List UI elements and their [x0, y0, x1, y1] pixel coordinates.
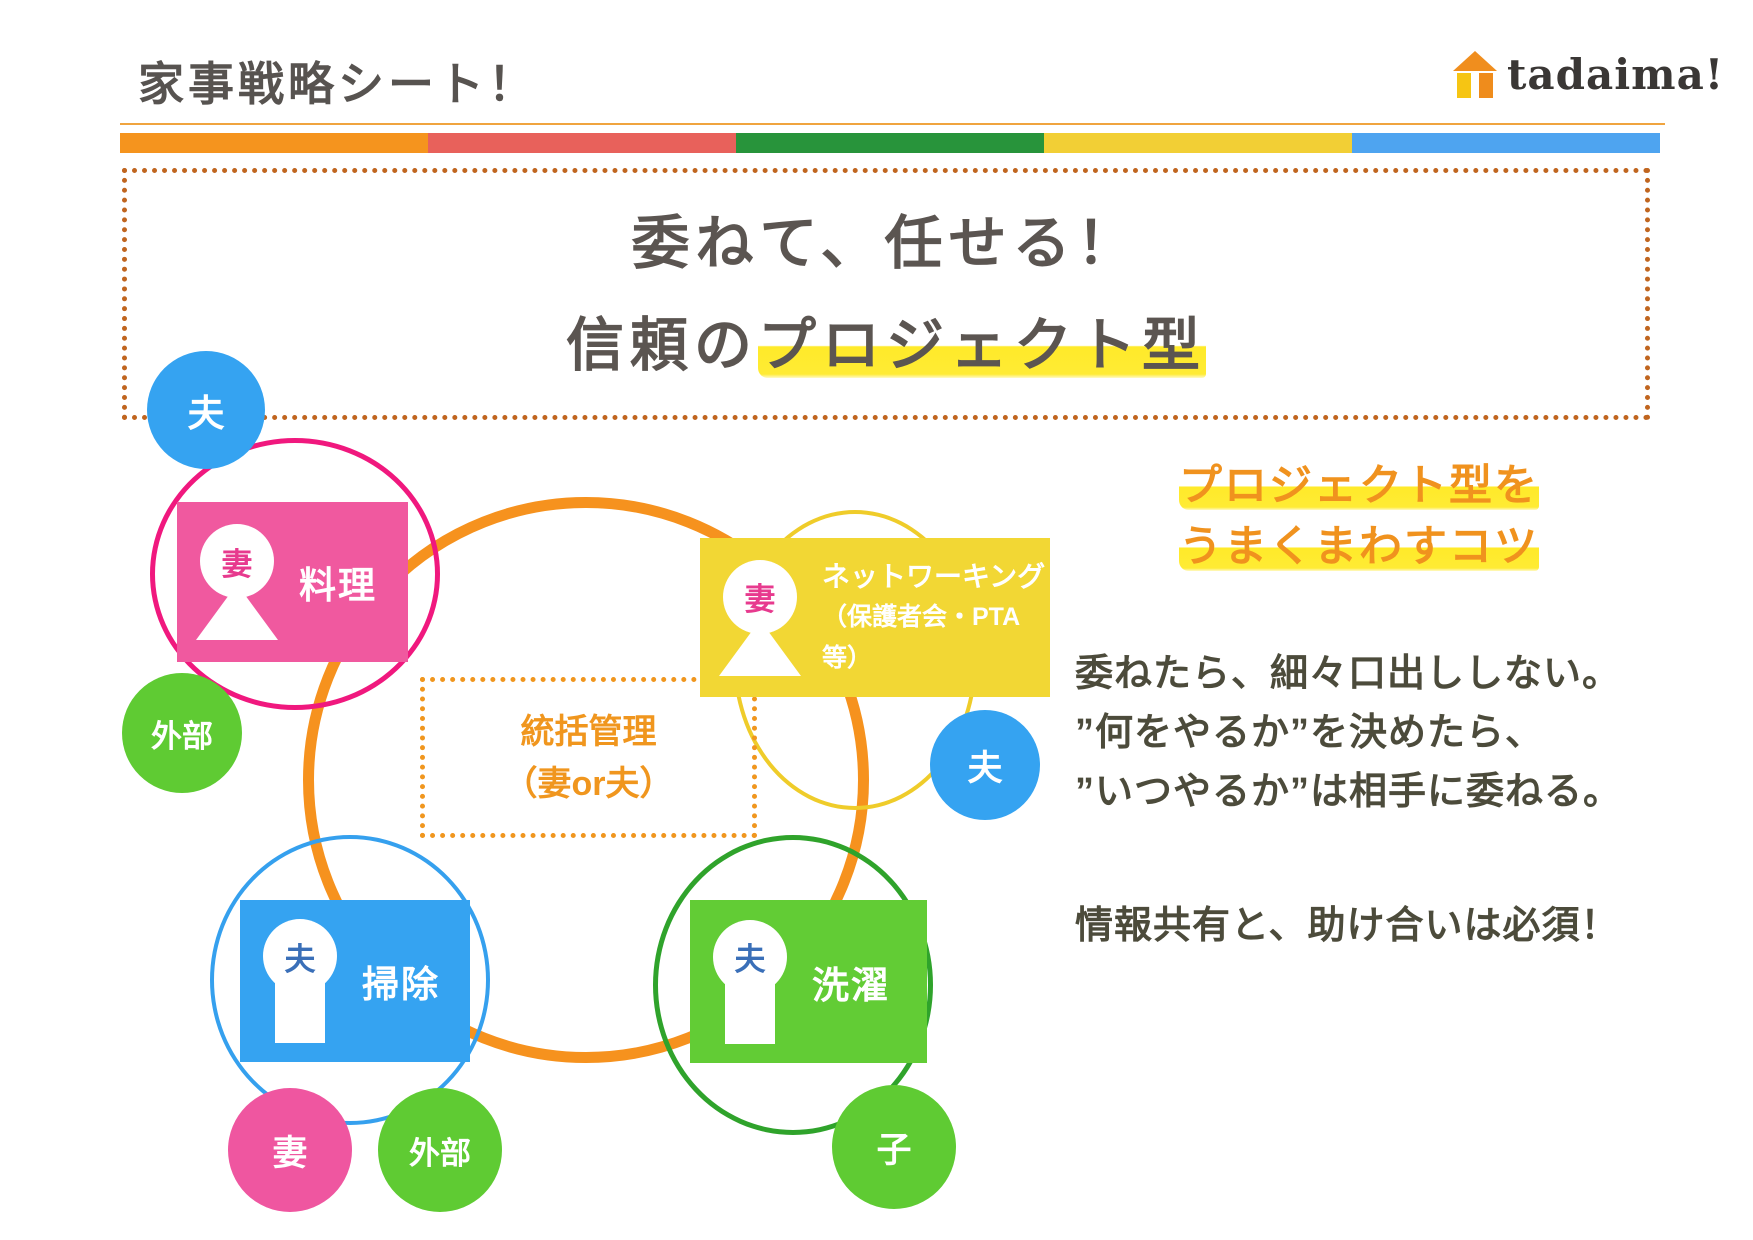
bar-segment-orange: [120, 133, 428, 153]
bar-segment-yellow: [1044, 133, 1352, 153]
tips-body: 委ねたら、細々口出ししない。 ”何をやるか”を決めたら、 ”いつやるか”は相手に…: [1075, 645, 1622, 822]
tips-note: 情報共有と、助け合いは必須！: [1075, 905, 1620, 947]
task-card-laundry: 夫 洗濯: [690, 900, 927, 1063]
house-wall-right: [1479, 72, 1493, 98]
satellite-external-left: 外部: [122, 673, 242, 793]
task-label-laundry: 洗濯: [812, 964, 890, 1006]
house-roof: [1453, 50, 1497, 71]
husband-person-icon: 夫: [704, 919, 796, 1044]
task-card-cooking: 妻 料理: [177, 502, 408, 662]
satellite-husband-right: 夫: [930, 710, 1040, 820]
central-management-line1: 統括管理: [520, 713, 657, 751]
task-card-cleaning: 夫 掃除: [240, 900, 470, 1062]
task-label-networking: ネットワーキング （保護者会・PTA等）: [822, 556, 1050, 679]
central-management-box: 統括管理 （妻or夫）: [420, 677, 757, 838]
tadaima-logo: tadaima!: [1452, 50, 1724, 99]
wife-person-icon: 妻: [714, 559, 806, 676]
header-divider-line: [120, 123, 1665, 125]
tips-body-line1: 委ねたら、細々口出ししない。: [1075, 653, 1622, 695]
main-title-line2: 信頼のプロジェクト型: [127, 295, 1645, 397]
house-wall-left: [1457, 72, 1471, 98]
networking-label-sub: （保護者会・PTA等）: [822, 603, 1021, 672]
cleaning-circle-outline: [210, 835, 490, 1125]
main-title-line1: 委ねて、任せる！: [631, 211, 1141, 276]
task-label-cooking: 料理: [299, 565, 377, 606]
person-head: 夫: [263, 919, 337, 993]
main-title-line2-plain: 信頼の: [565, 313, 758, 378]
main-title-line2-highlighted: プロジェクト型: [758, 313, 1207, 378]
person-head: 夫: [713, 919, 787, 994]
central-management-line2: （妻or夫）: [503, 765, 674, 803]
husband-person-icon: 夫: [254, 919, 346, 1043]
tips-body-line2: ”何をやるか”を決めたら、: [1075, 712, 1545, 754]
main-title-box: 委ねて、任せる！ 信頼のプロジェクト型: [122, 168, 1650, 420]
bar-segment-blue: [1352, 133, 1660, 153]
wife-person-icon: 妻: [191, 524, 283, 640]
person-body-torso: [275, 983, 325, 1043]
person-head: 妻: [723, 559, 797, 634]
house-icon: [1452, 50, 1498, 99]
tips-heading: プロジェクト型を うまくまわすコツ: [1077, 456, 1539, 578]
tips-body-line3: ”いつやるか”は相手に委ねる。: [1075, 771, 1623, 813]
page-title: 家事戦略シート！: [138, 58, 538, 110]
person-body-torso: [725, 983, 775, 1044]
satellite-husband-top: 夫: [147, 351, 265, 469]
cooking-circle-outline: [150, 438, 440, 710]
tips-heading-line2: うまくまわすコツ: [1179, 523, 1539, 571]
bar-segment-red: [428, 133, 736, 153]
satellite-child-bottom: 子: [832, 1085, 956, 1209]
task-label-cleaning: 掃除: [362, 964, 440, 1005]
satellite-wife-bottom: 妻: [228, 1088, 352, 1212]
person-head: 妻: [200, 524, 274, 598]
tips-heading-line1: プロジェクト型を: [1179, 462, 1539, 510]
task-card-networking: 妻 ネットワーキング （保護者会・PTA等）: [700, 538, 1050, 697]
bar-segment-green: [736, 133, 1044, 153]
satellite-external-bottom: 外部: [378, 1088, 502, 1212]
logo-text: tadaima!: [1507, 50, 1725, 99]
header-color-bar: [120, 133, 1660, 153]
laundry-circle-outline: [653, 835, 933, 1135]
networking-label-main: ネットワーキング: [822, 561, 1046, 592]
